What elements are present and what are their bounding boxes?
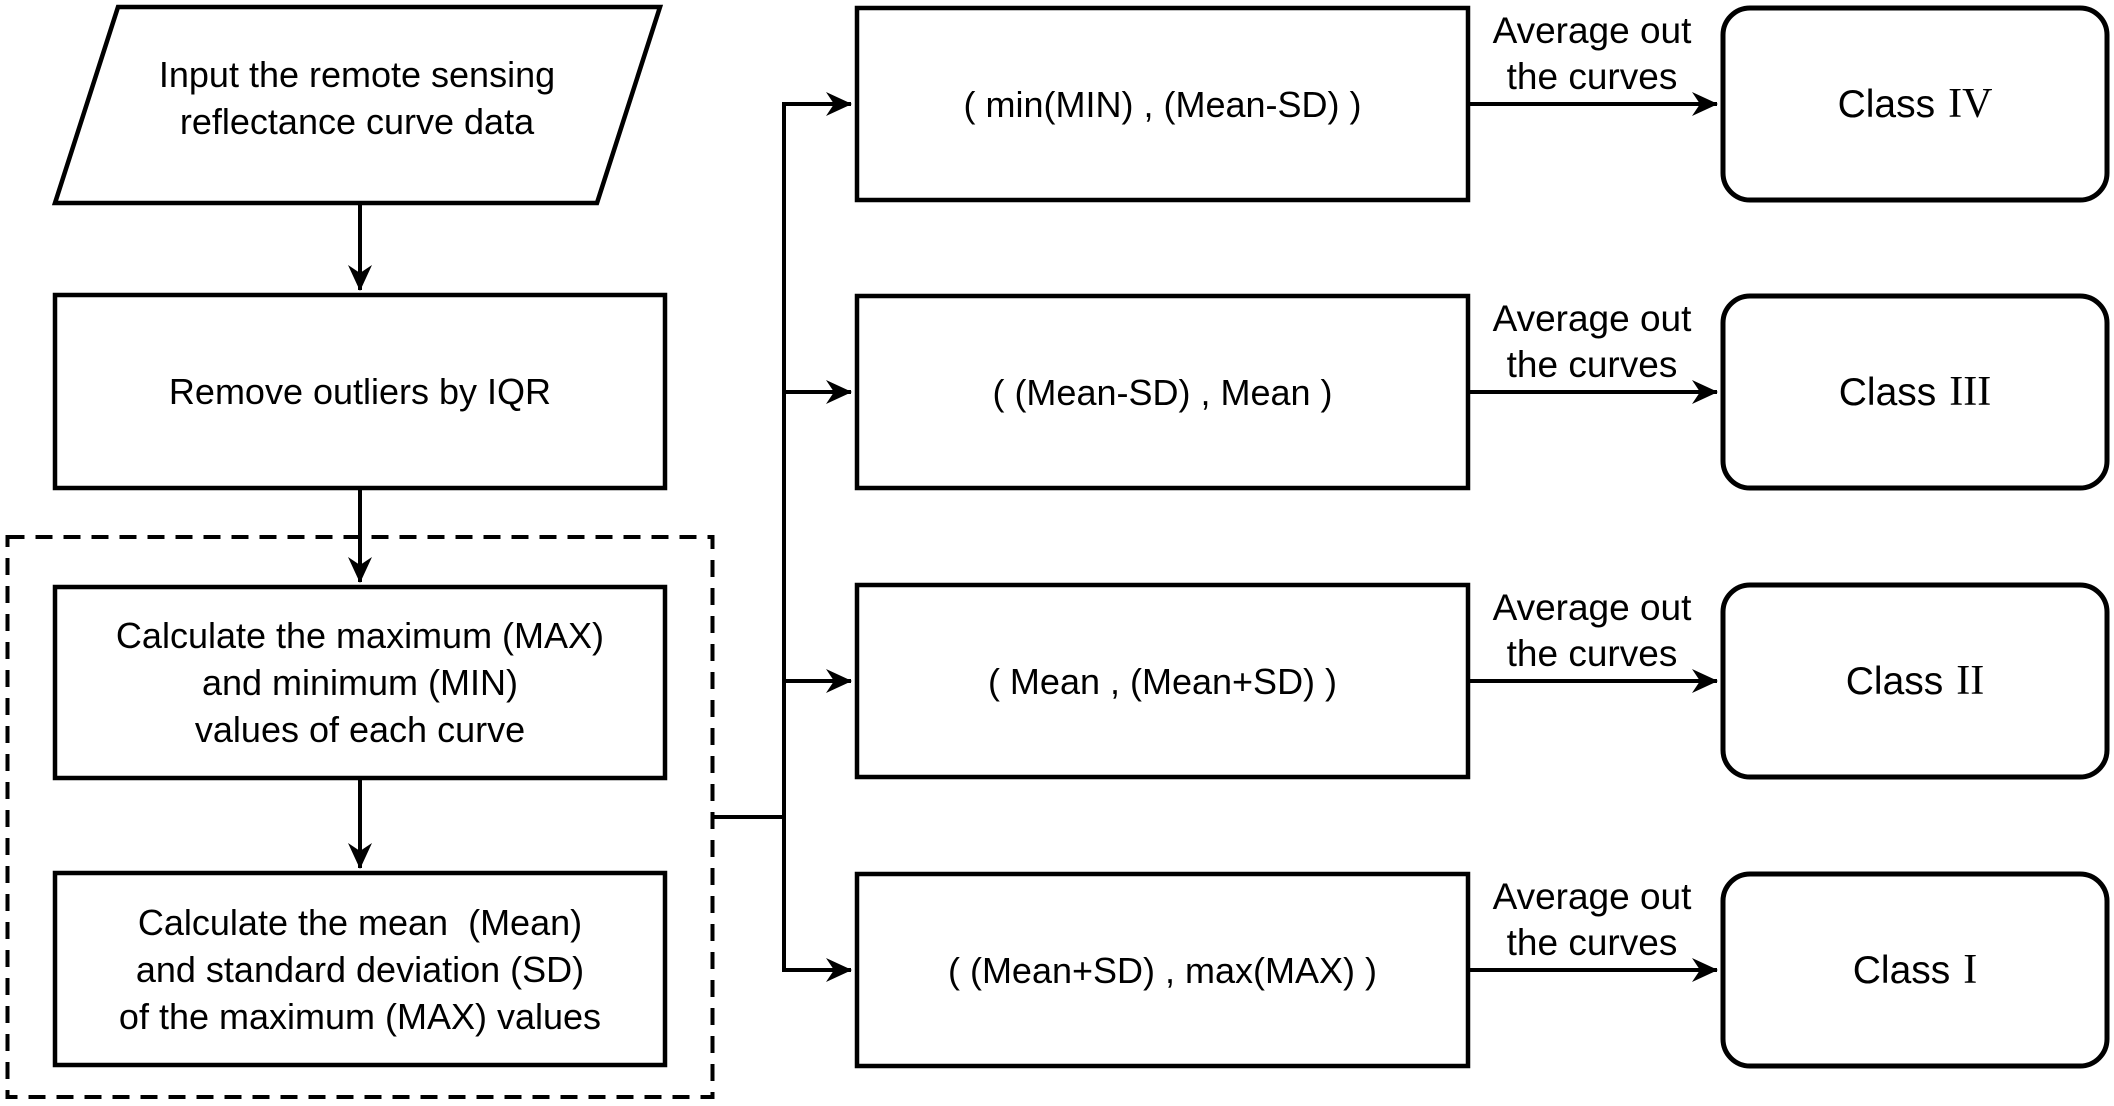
class-word: Class	[1837, 82, 1936, 126]
range-text: ( (Mean-SD) , Mean )	[992, 371, 1333, 413]
class-node-3: Class III	[1723, 296, 2107, 488]
range-box-4-shape	[854, 871, 1471, 1069]
calc-max-min-line: Calculate the maximum (MAX)	[115, 615, 605, 656]
class-word: Class	[1845, 659, 1944, 703]
class-numeral: II	[1956, 657, 1985, 704]
edge-label-line: the curves	[1506, 344, 1678, 385]
calc-max-min-line: and minimum (MIN)	[201, 662, 519, 703]
class-box-4-shape	[1720, 871, 2110, 1069]
range-node-3: ( Mean , (Mean+SD) )	[857, 585, 1468, 777]
edge-label-line: Average out	[1492, 587, 1692, 628]
input-parallelogram-shape	[51, 4, 664, 206]
remove-outliers-line: Remove outliers by IQR	[168, 371, 552, 412]
edge-label-2: Average out the curves	[1452, 296, 1732, 388]
range-text: ( min(MIN) , (Mean-SD) )	[963, 83, 1362, 125]
edge-label-3: Average out the curves	[1452, 585, 1732, 677]
edge-label-1: Average out the curves	[1452, 8, 1732, 100]
range-node-4: ( (Mean+SD) , max(MAX) )	[857, 874, 1468, 1066]
calc-max-min-node: Calculate the maximum (MAX) and minimum …	[55, 587, 665, 778]
remove-outliers-box-shape	[52, 292, 668, 491]
edge-label-line: Average out	[1492, 876, 1692, 917]
calc-mean-sd-line: of the maximum (MAX) values	[118, 995, 602, 1037]
class-node-2: Class II	[1723, 585, 2107, 777]
class-word: Class	[1852, 948, 1951, 992]
class-numeral: I	[1963, 946, 1978, 993]
range-node-1: ( min(MIN) , (Mean-SD) )	[857, 8, 1468, 200]
class-box-2-shape	[1720, 293, 2110, 491]
range-text: ( (Mean+SD) , max(MAX) )	[947, 949, 1378, 991]
class-node-4: Class IV	[1723, 8, 2107, 200]
calc-max-min-line: values of each curve	[194, 709, 526, 750]
edge-label-4: Average out the curves	[1452, 874, 1732, 966]
calc-mean-sd-line: Calculate the mean (Mean)	[137, 901, 583, 943]
edge-label-line: Average out	[1492, 10, 1692, 51]
edge-label-line: the curves	[1506, 922, 1678, 963]
class-box-1-shape	[1720, 5, 2110, 203]
class-numeral: IV	[1948, 80, 1993, 127]
calc-max-min-box-shape	[52, 584, 668, 781]
input-node-line: reflectance curve data	[179, 100, 535, 142]
range-text: ( Mean , (Mean+SD) )	[987, 660, 1338, 702]
class-node-1: Class I	[1723, 874, 2107, 1066]
class-word: Class	[1838, 370, 1937, 414]
edge-label-line: the curves	[1506, 633, 1678, 674]
range-node-2: ( (Mean-SD) , Mean )	[857, 296, 1468, 488]
edge-label-line: Average out	[1492, 298, 1692, 339]
class-numeral: III	[1949, 368, 1992, 415]
remove-outliers-node: Remove outliers by IQR	[55, 295, 665, 488]
input-node-line: Input the remote sensing	[158, 53, 556, 95]
edge-label-line: the curves	[1506, 56, 1678, 97]
calc-mean-sd-box-shape	[52, 870, 668, 1068]
calc-mean-sd-node: Calculate the mean (Mean) and standard d…	[55, 873, 665, 1065]
class-box-3-shape	[1720, 582, 2110, 780]
calc-mean-sd-line: and standard deviation (SD)	[135, 948, 585, 990]
input-node: Input the remote sensing reflectance cur…	[107, 20, 607, 175]
